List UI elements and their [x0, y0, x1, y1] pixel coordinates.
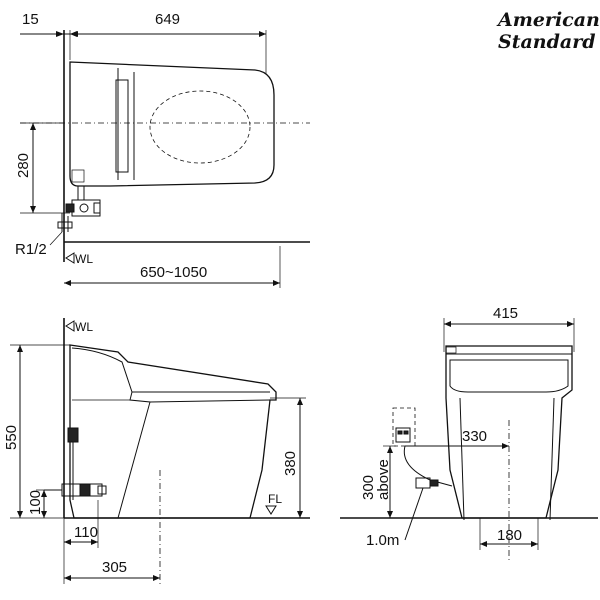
- fl-marker: [265, 505, 277, 515]
- dim-socket-height-value: 300: [360, 475, 377, 500]
- top-seat-outline: [149, 90, 251, 164]
- dim-drain-label: 305: [102, 559, 127, 576]
- brand-logo: American Standard: [496, 9, 600, 53]
- brand-line-2: Standard: [498, 31, 596, 53]
- front-body-outline: [445, 345, 573, 519]
- brand-line-1: American: [496, 9, 600, 31]
- front-view: 415 330 300 above 1.0m: [340, 305, 598, 560]
- top-wl-marker: [65, 252, 75, 264]
- dim-width-label: 415: [493, 305, 518, 322]
- top-body-outline: [69, 61, 275, 187]
- top-view: 15 649 280 R1/2: [15, 11, 310, 288]
- dim-length-label: 649: [155, 11, 180, 28]
- top-valve-assembly: [57, 186, 101, 232]
- side-body-outline: [69, 344, 277, 519]
- side-view: WL 550 380 100 FL: [3, 318, 310, 585]
- fl-label: FL: [268, 492, 282, 506]
- dim-range-label: 650~1050: [140, 264, 207, 281]
- dim-inlet-height-label: 380: [282, 451, 299, 476]
- socket-box: [392, 407, 453, 489]
- dim-inlet-offset-label: 110: [74, 524, 98, 541]
- dim-socket-height-note: above: [375, 459, 392, 500]
- dim-socket-offset-label: 330: [462, 428, 487, 445]
- pipe-size-label: R1/2: [15, 241, 47, 258]
- dim-offset-label: 15: [22, 11, 39, 28]
- dim-inlet-low-label: 100: [27, 490, 44, 515]
- dim-base-label: 180: [497, 527, 522, 544]
- side-wl-marker: [65, 320, 75, 332]
- dim-total-height-label: 550: [3, 425, 20, 450]
- side-wl-label: WL: [75, 320, 93, 334]
- dim-height-label: 280: [15, 153, 32, 178]
- dim-cable-label: 1.0m: [366, 532, 399, 549]
- top-wl-label: WL: [75, 252, 93, 266]
